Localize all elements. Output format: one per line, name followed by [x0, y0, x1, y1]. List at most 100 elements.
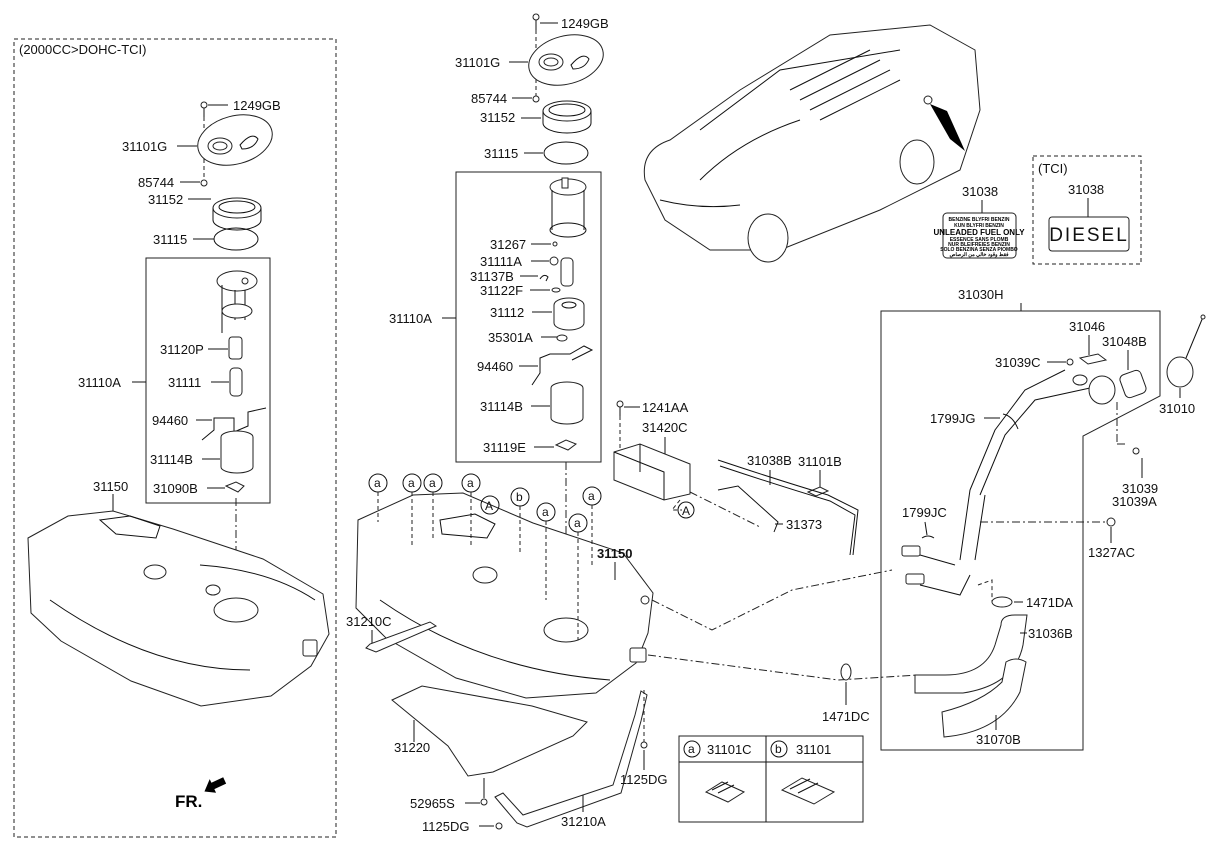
clip-icon: [539, 274, 549, 282]
vapor-hose-icon: [717, 459, 859, 556]
part-label[interactable]: 31110A: [78, 375, 121, 390]
bolt-icon: [640, 741, 648, 749]
fuel-door-cover-icon: [1078, 353, 1108, 365]
part-label[interactable]: 31070B: [976, 732, 1021, 747]
filler-pipe-icon: [901, 369, 1116, 596]
part-label[interactable]: 1799JG: [930, 411, 976, 426]
part-label[interactable]: 31101G: [122, 139, 167, 154]
part-label[interactable]: 31038: [962, 184, 998, 199]
part-label[interactable]: 85744: [138, 175, 174, 190]
part-label[interactable]: 31115: [484, 146, 518, 161]
bolt-icon: [480, 798, 488, 806]
part-label[interactable]: 31030H: [958, 287, 1004, 302]
gasket-icon: [1119, 369, 1147, 399]
part-label[interactable]: 31038B: [747, 453, 792, 468]
callout-a: a: [574, 516, 581, 530]
pump-module-icon: [549, 177, 587, 238]
front-direction-indicator: FR.: [175, 777, 227, 811]
part-label[interactable]: 31150: [93, 479, 128, 494]
legend-part-label[interactable]: 31101: [796, 742, 831, 757]
legend-table: a 31101C b 31101: [678, 735, 864, 823]
part-label[interactable]: 1471DA: [1026, 595, 1073, 610]
label-line: فقط وقود خالي من الرصاص: [949, 252, 1009, 258]
hose-clamp-group: 1471DC: [822, 663, 870, 724]
nut-icon: [1106, 517, 1116, 527]
part-label[interactable]: 31122F: [480, 283, 523, 298]
part-label[interactable]: 1241AA: [642, 400, 689, 415]
part-label[interactable]: 31115: [153, 232, 187, 247]
legend-part-label[interactable]: 31101C: [707, 742, 752, 757]
part-label[interactable]: 1471DC: [822, 709, 870, 724]
part-label[interactable]: 31010: [1159, 401, 1195, 416]
part-label[interactable]: 31420C: [642, 420, 688, 435]
part-label[interactable]: 31101B: [798, 454, 842, 469]
part-label[interactable]: 31150: [597, 546, 632, 561]
legend-symbol-a: [683, 740, 701, 758]
part-label[interactable]: 31046: [1069, 319, 1105, 334]
part-label[interactable]: 52965S: [410, 796, 455, 811]
o-ring-icon: [543, 141, 589, 165]
part-label[interactable]: 31120P: [160, 342, 204, 357]
part-label[interactable]: 85744: [471, 91, 507, 106]
bracket-icon: [224, 481, 245, 493]
part-label[interactable]: 35301A: [488, 330, 533, 345]
part-label[interactable]: 31210C: [346, 614, 392, 629]
filler-neck-frame: [880, 310, 1161, 751]
part-label[interactable]: 94460: [477, 359, 513, 374]
tank-protector-icon: [391, 685, 588, 777]
screw-icon: [532, 13, 540, 30]
pump-assembly-frame: [455, 171, 602, 463]
part-label[interactable]: 1799JC: [902, 505, 947, 520]
clip-pad-a-icon: [704, 781, 746, 803]
hose-clamp-icon: [840, 663, 852, 681]
label-line: NUR BLEIFREIES BENZIN: [948, 242, 1010, 248]
part-label[interactable]: 1327AC: [1088, 545, 1135, 560]
vehicle-illustration: [643, 24, 981, 263]
part-label[interactable]: 31267: [490, 237, 526, 252]
reservoir-cup-icon: [220, 430, 254, 474]
pump-housing-icon: [553, 297, 585, 331]
label-line: KUN BLYFRI BENZIN: [954, 223, 1004, 229]
part-label[interactable]: 31038: [1068, 182, 1104, 197]
part-label[interactable]: 1249GB: [561, 16, 609, 31]
part-label[interactable]: 31137B: [470, 269, 514, 284]
part-label[interactable]: 1125DG: [422, 819, 469, 834]
part-label[interactable]: 94460: [152, 413, 188, 428]
lock-ring-icon: [212, 197, 262, 231]
part-label[interactable]: 31048B: [1102, 334, 1147, 349]
part-label[interactable]: 31114B: [480, 399, 523, 414]
part-label[interactable]: 31112: [490, 305, 524, 320]
tank-strap-icon: [365, 621, 438, 653]
part-label[interactable]: 31039A: [1112, 494, 1157, 509]
part-label[interactable]: 1249GB: [233, 98, 281, 113]
part-label[interactable]: 31373: [786, 517, 822, 532]
part-label[interactable]: 31090B: [153, 481, 198, 496]
part-label[interactable]: 31039: [1122, 481, 1158, 496]
callout-a: a: [588, 489, 595, 503]
part-label[interactable]: 31110A: [389, 311, 432, 326]
part-label[interactable]: 1125DG: [620, 772, 667, 787]
label-line: ESSENCE SANS PLOMB: [950, 237, 1009, 243]
clip-icon: [1002, 413, 1019, 430]
part-label[interactable]: 31210A: [561, 814, 606, 829]
part-label[interactable]: 31111A: [480, 254, 522, 269]
label-location-pointer: [930, 104, 965, 151]
bracket-icon: [554, 439, 578, 451]
pump-module-icon: [216, 270, 258, 333]
part-label[interactable]: 31114B: [150, 452, 193, 467]
part-label[interactable]: 31111: [168, 375, 201, 390]
label-line: BENZINE BLYFRI BENZIN: [949, 217, 1010, 223]
callout-b: b: [516, 490, 523, 504]
part-label[interactable]: 31220: [394, 740, 430, 755]
part-label[interactable]: 31036B: [1028, 626, 1073, 641]
part-label[interactable]: 31119E: [483, 440, 526, 455]
part-label[interactable]: 31152: [480, 110, 515, 125]
part-label[interactable]: 31039C: [995, 355, 1041, 370]
variant-group-2000cc-dohc-tci: (2000CC>DOHC-TCI) 1249GB 31101G 85744: [13, 38, 337, 838]
front-label: FR.: [175, 792, 202, 811]
part-label[interactable]: 31152: [148, 192, 183, 207]
part-label[interactable]: 31101G: [455, 55, 500, 70]
gasket-icon: [552, 241, 558, 247]
callout-text: A: [682, 504, 690, 518]
